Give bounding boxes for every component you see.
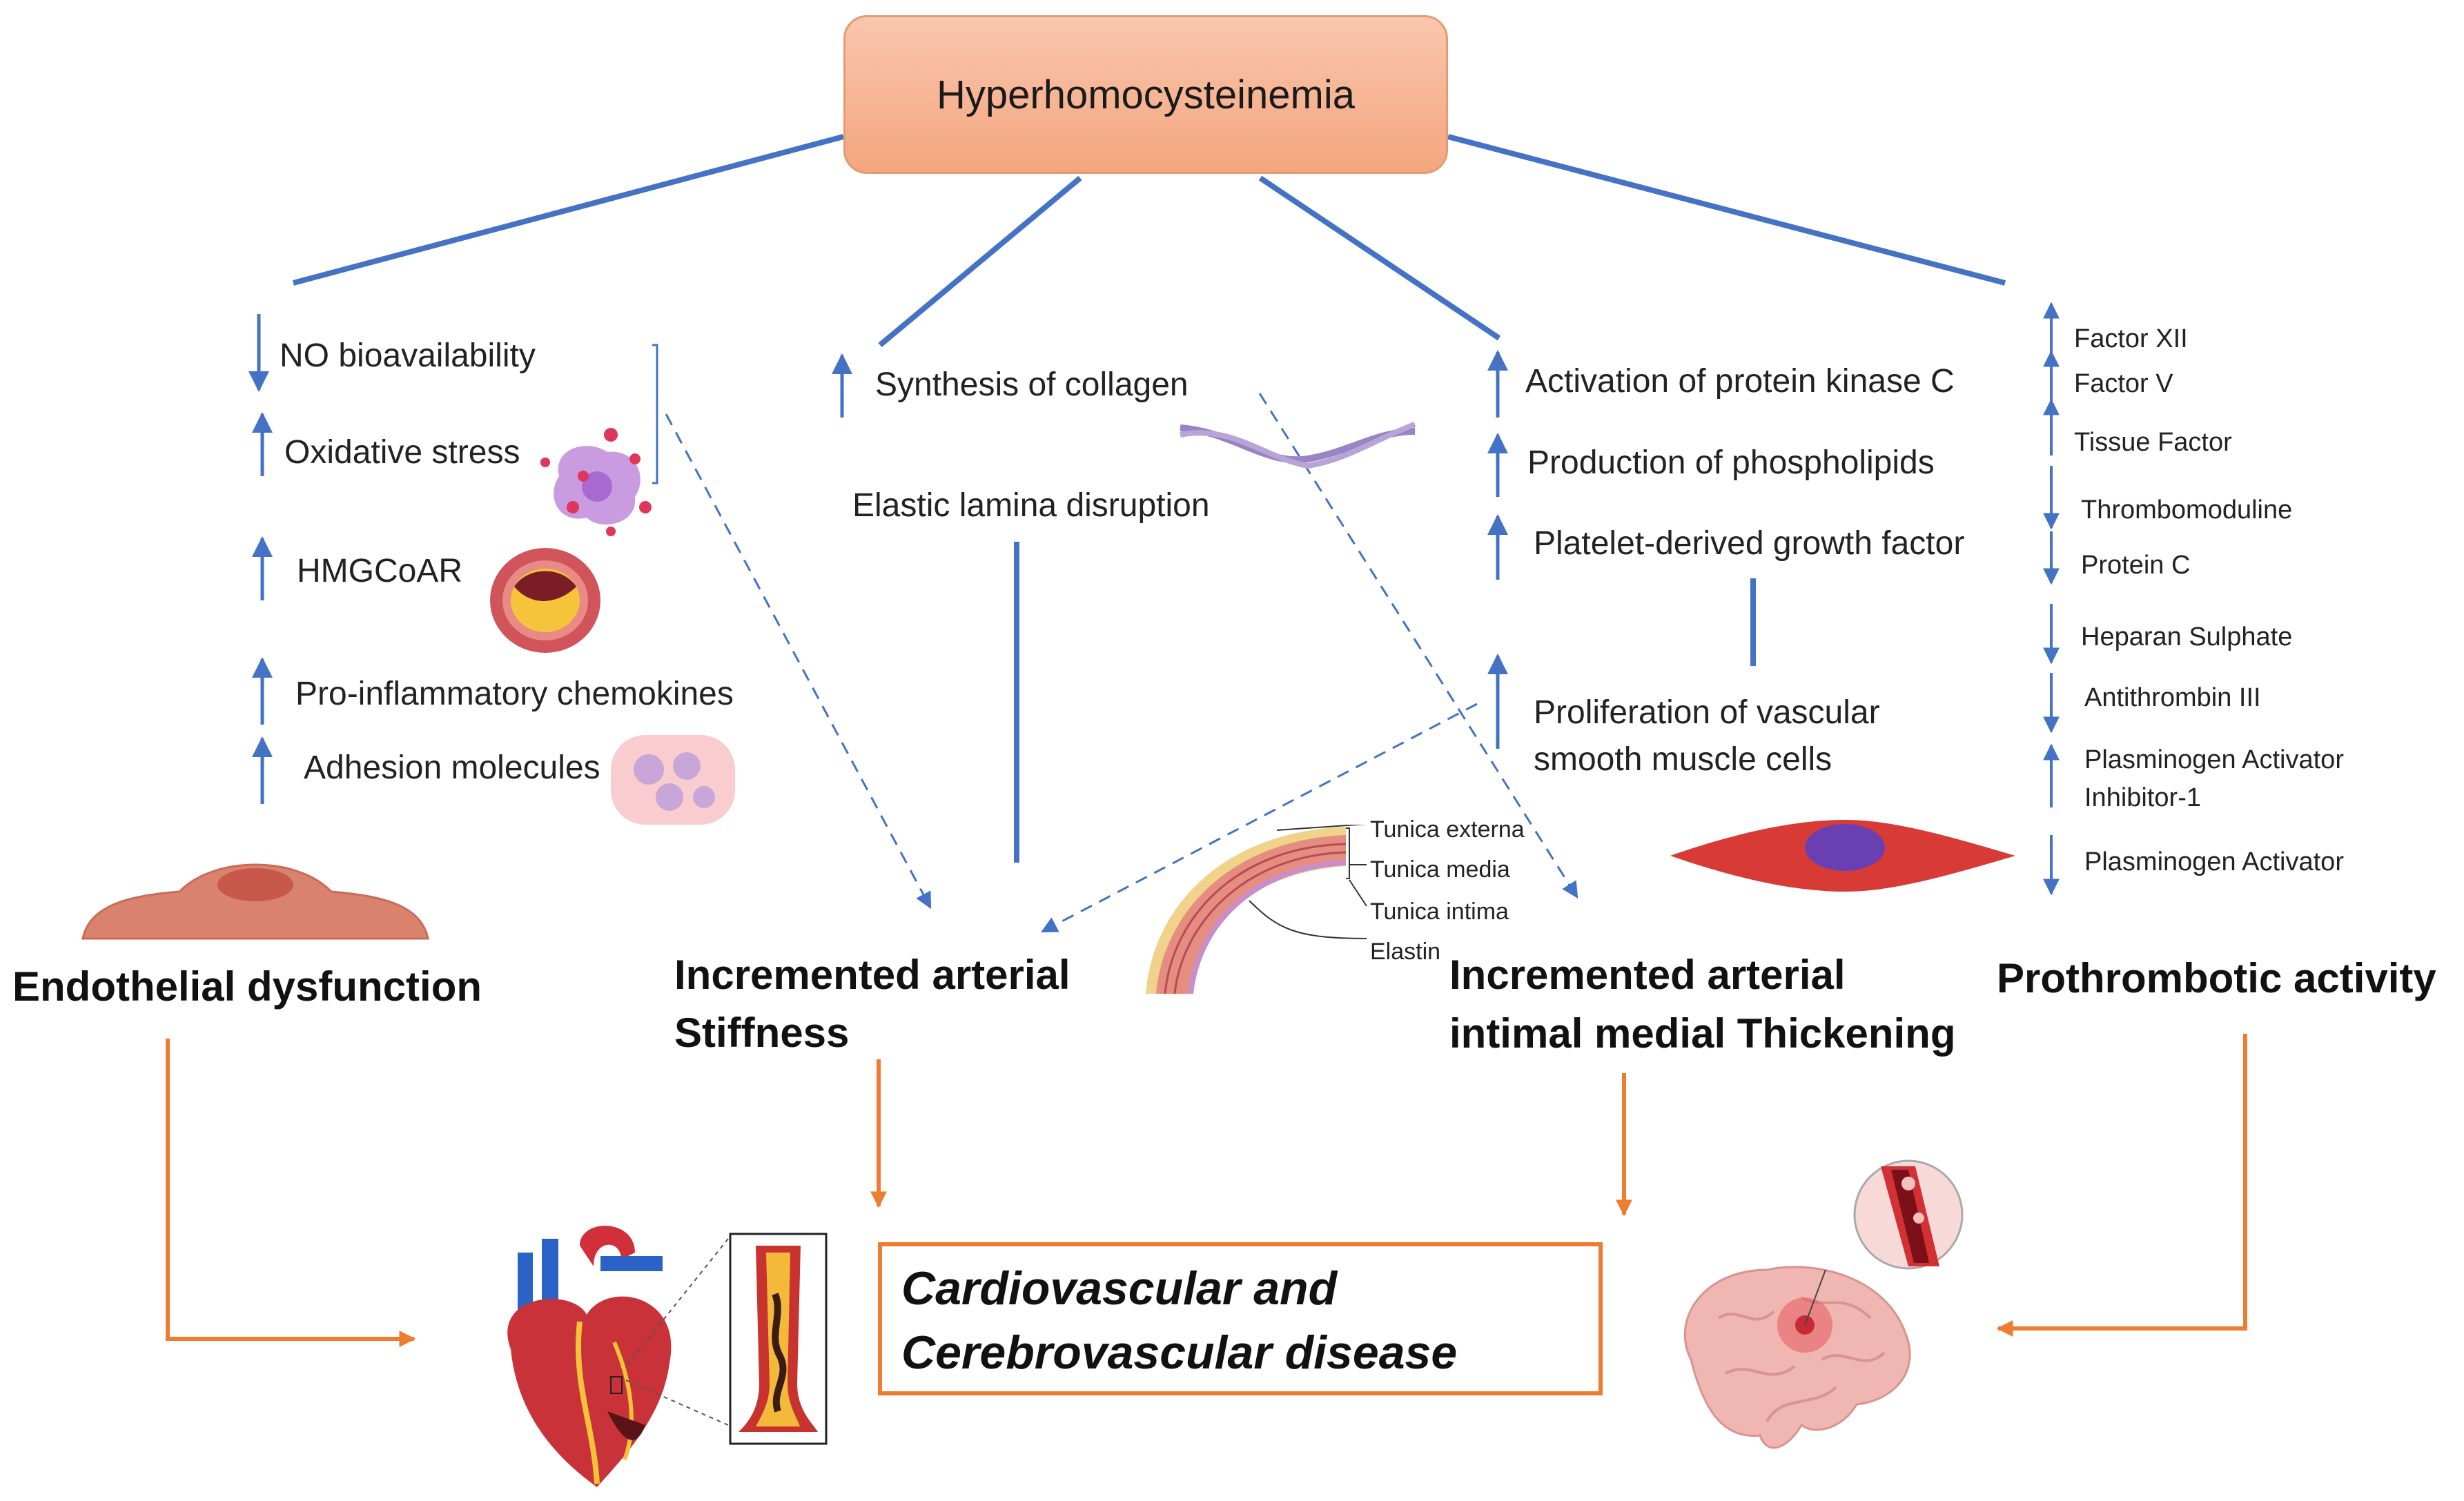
branch-lines [292, 134, 2006, 348]
pai1-label-line1: Plasminogen Activator [2084, 745, 2344, 774]
arrow-endothelial-to-heart [166, 1039, 416, 1347]
proliferation-label-line1: Proliferation of vascular [1534, 694, 1880, 731]
endothelial-arrows [248, 314, 273, 804]
brain-icon [1683, 1266, 1911, 1449]
protein-c-label: Protein C [2081, 551, 2191, 580]
tissue-factor-label: Tissue Factor [2074, 428, 2232, 457]
phospholipids-label: Production of phospholipids [1527, 444, 1935, 481]
oxidative-stress-label: Oxidative stress [284, 434, 520, 471]
vessel-thrombus-icon [729, 1233, 828, 1445]
pkc-label: Activation of protein kinase C [1525, 363, 1955, 400]
endothelial-heading: Endothelial dysfunction [12, 963, 482, 1010]
outcome-arrows [166, 1034, 2247, 1347]
collagen-label: Synthesis of collagen [875, 366, 1189, 403]
pdgf-label: Platelet-derived growth factor [1534, 525, 1965, 562]
outcome-line2: Cerebrovascular disease [901, 1326, 1458, 1379]
adhesion-molecules-label: Adhesion molecules [304, 749, 600, 786]
branch-prothrombotic [1447, 134, 2006, 286]
outcome-box: Cardiovascular and Cerebrovascular disea… [878, 1242, 1603, 1395]
tunica-intima-label: Tunica intima [1370, 899, 1509, 925]
title-box: Hyperhomocysteinemia [843, 15, 1448, 174]
branch-stiffness [878, 175, 1082, 348]
thickening-heading-line1: Incremented arterial [1449, 952, 1846, 998]
endothelial-cell-icon [81, 863, 429, 940]
brain-vessel-icon [1804, 1159, 1964, 1326]
oxidative-stress-cell-icon [540, 428, 652, 536]
factor-v-label: Factor V [2074, 369, 2173, 398]
bracket [652, 344, 658, 484]
outcome-line1: Cardiovascular and [901, 1262, 1338, 1315]
hmgcoar-label: HMGCoAR [297, 553, 463, 589]
thickening-heading-line2: intimal medial Thickening [1449, 1010, 1956, 1057]
pai1-label-line2: Inhibitor-1 [2084, 783, 2201, 812]
stiffness-heading-line2: Stiffness [674, 1010, 850, 1056]
stiffness-heading-line1: Incremented arterial [674, 952, 1070, 998]
dashed-collagen-to-thickening [1258, 393, 1578, 899]
artery-wall-icon [1146, 825, 1367, 994]
no-bioavailability-label: NO bioavailability [280, 337, 536, 374]
proliferation-label-line2: smooth muscle cells [1534, 741, 1832, 778]
zoom-lines [625, 1238, 729, 1426]
adhesion-cells-icon [611, 735, 735, 825]
antithrombin-label: Antithrombin III [2084, 683, 2261, 712]
thrombomoduline-label: Thrombomoduline [2081, 496, 2293, 524]
collagen-fiber-icon [1180, 422, 1416, 469]
branch-endothelial [292, 134, 845, 286]
elastin-label: Elastin [1370, 939, 1441, 965]
arrow-prothrombotic-to-brain [1996, 1034, 2247, 1337]
artery-plaque-icon [490, 548, 600, 653]
dashed-endothelial-to-stiffness [665, 413, 932, 910]
smooth-muscle-cell-icon [1670, 820, 2015, 892]
tunica-externa-label: Tunica externa [1370, 816, 1525, 843]
heparan-sulphate-label: Heparan Sulphate [2081, 622, 2293, 651]
pro-inflammatory-label: Pro-inflammatory chemokines [295, 676, 734, 712]
plasminogen-activator-label: Plasminogen Activator [2084, 847, 2344, 876]
factor-xii-label: Factor XII [2074, 324, 2188, 353]
heart-icon [507, 1226, 672, 1487]
title-text: Hyperhomocysteinemia [936, 72, 1356, 117]
branch-thickening [1258, 175, 1501, 341]
tunica-media-label: Tunica media [1370, 856, 1510, 883]
elastic-lamina-label: Elastic lamina disruption [852, 487, 1210, 524]
prothrombotic-heading: Prothrombotic activity [1997, 955, 2436, 1001]
